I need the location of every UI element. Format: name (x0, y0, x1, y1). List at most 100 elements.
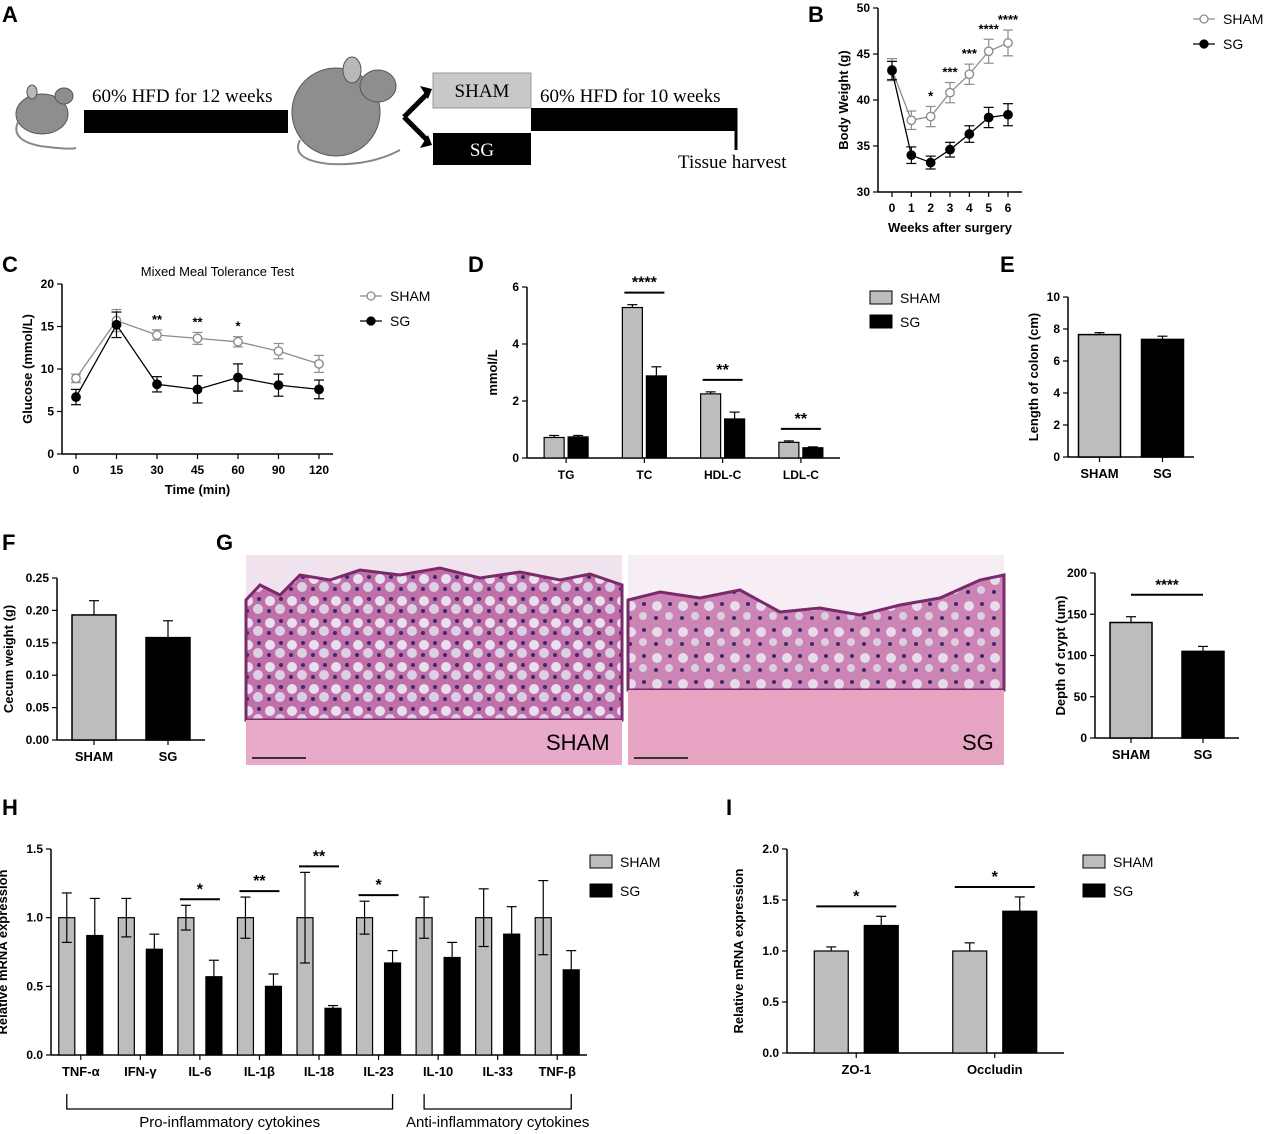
legend-label: SHAM (1113, 854, 1153, 870)
y-tick-label: 8 (1053, 322, 1060, 336)
data-point (945, 87, 955, 98)
legend-marker (366, 316, 376, 326)
bar-sg (1181, 650, 1225, 739)
y-tick-label: 2 (1053, 418, 1060, 432)
data-point (964, 69, 975, 80)
bar-sham (117, 917, 135, 1056)
bar-sg (86, 934, 104, 1056)
y-tick-label: 4 (1053, 386, 1060, 400)
legend-marker (366, 291, 376, 301)
y-tick-label: 0 (512, 451, 519, 465)
bar-sham (952, 950, 988, 1054)
significance-label: **** (1155, 577, 1179, 594)
legend-marker (1199, 14, 1209, 24)
y-tick-label: 35 (857, 139, 871, 153)
x-tick-label: 60 (231, 463, 245, 477)
legend-label: SG (1223, 36, 1243, 52)
significance-label: ** (253, 873, 266, 890)
y-tick-label: 1.0 (762, 944, 779, 958)
x-tick-label: IL-23 (363, 1064, 393, 1079)
bar-sg (503, 933, 521, 1056)
y-tick-label: 40 (857, 93, 871, 107)
group-bracket-line (423, 1094, 572, 1110)
x-tick-label: TNF-α (62, 1064, 100, 1079)
significance-label: ** (152, 312, 163, 327)
data-point (1003, 109, 1013, 120)
y-tick-label: 2.0 (762, 842, 779, 856)
panel-label-d: D (468, 252, 484, 277)
significance-label: *** (962, 46, 978, 61)
y-tick-label: 45 (857, 47, 871, 61)
group-label: Pro-inflammatory cytokines (139, 1114, 320, 1131)
x-tick-label: 45 (191, 463, 205, 477)
y-tick-label: 20 (41, 277, 55, 291)
group-bracket: Pro-inflammatory cytokines (66, 1094, 394, 1131)
data-point (233, 372, 243, 383)
hfd10-bar (531, 108, 737, 131)
bar-sg (264, 985, 283, 1056)
x-tick-label: TG (558, 468, 575, 482)
y-tick-label: 6 (512, 280, 519, 294)
legend-label: SG (900, 314, 920, 330)
y-tick-label: 50 (1074, 690, 1088, 704)
significance-label: ** (716, 362, 729, 379)
legend-label: SHAM (900, 290, 940, 306)
group-bracket-line (66, 1094, 394, 1110)
branch-arrow-up (402, 91, 430, 119)
x-tick-label: IL-33 (482, 1064, 512, 1079)
chart-title: Mixed Meal Tolerance Test (141, 264, 295, 279)
legend-swatch (869, 314, 893, 329)
data-point (314, 358, 324, 369)
significance-label: * (197, 881, 204, 898)
legend-marker (1199, 39, 1209, 49)
data-point (906, 115, 917, 126)
significance-label: **** (998, 12, 1019, 27)
x-tick-label: Occludin (967, 1062, 1023, 1077)
y-axis-label: Relative mRNA expression (731, 868, 746, 1033)
data-point (233, 336, 243, 347)
y-tick-label: 100 (1067, 649, 1087, 663)
group-bracket: Anti-inflammatory cytokines (406, 1094, 589, 1131)
legend-swatch (589, 883, 613, 898)
legend-swatch (869, 290, 893, 305)
significance-label: * (928, 88, 934, 103)
bar-sg (443, 956, 461, 1056)
bar-sg (1140, 338, 1185, 458)
y-tick-label: 0.25 (26, 571, 50, 585)
data-point (192, 384, 203, 395)
panel-label-h: H (2, 795, 18, 820)
y-tick-label: 0.0 (26, 1048, 43, 1062)
bar-sg (562, 969, 580, 1056)
mouse-small-icon (15, 84, 77, 150)
y-axis-label: mmol/L (485, 349, 500, 395)
y-tick-label: 0.0 (762, 1046, 779, 1060)
bar-sham (177, 917, 195, 1056)
x-tick-label: SG (1194, 747, 1213, 762)
significance-label: *** (942, 65, 958, 80)
data-point (314, 384, 324, 395)
significance-label: **** (632, 275, 658, 292)
bar-sham (813, 950, 849, 1054)
x-tick-label: SG (1153, 466, 1172, 481)
y-tick-label: 50 (857, 1, 871, 15)
x-tick-label: 3 (947, 201, 954, 215)
x-tick-label: 120 (309, 463, 329, 477)
y-tick-label: 1.5 (26, 842, 43, 856)
y-tick-label: 0.00 (26, 733, 50, 747)
y-tick-label: 10 (1047, 290, 1061, 304)
data-point (192, 333, 203, 344)
significance-label: * (853, 888, 860, 905)
data-point (71, 373, 81, 384)
y-axis-label: Length of colon (cm) (1026, 313, 1041, 442)
bar-sham (1077, 333, 1122, 458)
histology-sham-label: SHAM (546, 730, 610, 755)
data-point (983, 112, 994, 123)
panel-label-f: F (2, 530, 15, 555)
